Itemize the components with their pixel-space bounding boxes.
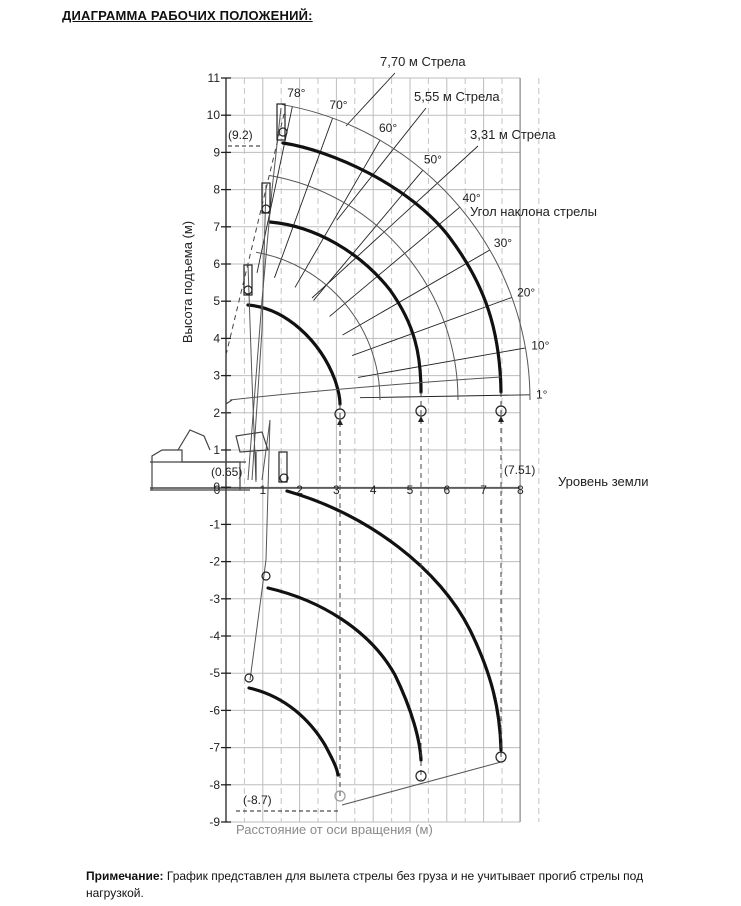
angle-ray-50: [313, 169, 424, 301]
annot-0-65: (0.65): [211, 465, 242, 479]
hook-331-bottom: [334, 790, 346, 802]
x-axis-label: Расстояние от оси вращения (м): [236, 822, 433, 837]
page-title: ДИАГРАММА РАБОЧИХ ПОЛОЖЕНИЙ:: [62, 8, 313, 23]
y-tick-label: -9: [209, 815, 220, 829]
angle-label: 70°: [329, 98, 347, 112]
y-tick-label: 6: [213, 257, 220, 271]
y-tick-label: -6: [209, 703, 220, 717]
envelope-331-upper: [246, 303, 342, 406]
boom-lowered-hook-555: [261, 571, 271, 581]
boom-78deg-555: [251, 184, 267, 481]
boom-lowered-hook-331: [244, 673, 254, 683]
hook-770-top: [495, 405, 507, 422]
boom-angle-label: Угол наклона стрелы: [470, 204, 597, 219]
boom-lowered-hook-770: [279, 473, 289, 483]
annot-minus-8-7: (-8.7): [243, 793, 272, 807]
boom-label-555: 5,55 м Стрела: [414, 89, 500, 104]
y-tick-label: 7: [213, 220, 220, 234]
hook-331-top: [334, 408, 346, 425]
x-tick-label: 6: [443, 483, 450, 497]
angle-labels: 78° 70° 60° 50° 40° 30° 20° 10° 1°: [287, 86, 549, 402]
y-tick-label: 0: [213, 480, 220, 494]
angle-ray-20: [352, 296, 513, 356]
annot-7-51: (7.51): [504, 463, 535, 477]
angle-label: 60°: [379, 121, 397, 135]
y-tick-label: -4: [209, 629, 220, 643]
y-tick-label: 1: [213, 443, 220, 457]
envelope-770-lower: [285, 489, 503, 752]
footnote-prefix: Примечание:: [86, 869, 164, 883]
footnote-text: График представлен для вылета стрелы без…: [86, 869, 644, 900]
boom-hook-555: [261, 204, 271, 214]
angle-ray-30: [342, 249, 491, 336]
envelope-555-lower: [266, 586, 423, 762]
angle-label: 30°: [494, 236, 512, 250]
hook-770-bottom: [495, 751, 507, 763]
envelope-331-lower: [247, 686, 340, 777]
angle-label: 20°: [517, 286, 535, 300]
y-axis-label: Высота подъема (м): [180, 221, 195, 343]
y-tick-label: 9: [213, 145, 220, 159]
y-tick-label: 4: [213, 331, 220, 345]
x-tick-label: 2: [296, 483, 303, 497]
y-tick-label: 5: [213, 294, 220, 308]
x-tick-label: 1: [259, 483, 266, 497]
y-tick-label: -7: [209, 741, 220, 755]
y-tick-label: -5: [209, 666, 220, 680]
x-tick-label: 7: [480, 483, 487, 497]
boom-78deg-770: [247, 107, 282, 481]
boom-label-555-pointer: [336, 107, 427, 221]
x-tick-label: 5: [407, 483, 414, 497]
reference-arc-0: [282, 104, 531, 401]
one-degree-line: [229, 376, 502, 401]
boom-head-770: [276, 103, 286, 141]
envelope-770-upper: [281, 141, 503, 394]
boom-78deg-331: [247, 264, 257, 483]
envelope-555-upper: [268, 220, 423, 394]
angle-label: 10°: [531, 338, 549, 352]
y-tick-label: -1: [209, 517, 220, 531]
boom-label-770: 7,70 м Стрела: [380, 54, 466, 69]
boom-label-331-pointer: [311, 145, 479, 299]
y-tick-label: 8: [213, 183, 220, 197]
y-tick-label: -2: [209, 555, 220, 569]
hook-555-top: [415, 405, 427, 422]
boom-hook-770: [278, 127, 288, 137]
angle-ray-1: [359, 394, 530, 399]
x-tick-label: 3: [333, 483, 340, 497]
y-tick-label: -3: [209, 592, 220, 606]
x-tick-label: 8: [517, 483, 524, 497]
y-tick-label: 2: [213, 406, 220, 420]
reference-arc-1: [269, 174, 459, 401]
y-tick-label: 3: [213, 369, 220, 383]
left-reach-line: [225, 109, 286, 356]
y-tick-label: 11: [208, 71, 221, 85]
x-tick-label: 4: [370, 483, 377, 497]
boom-hook-331: [243, 285, 253, 295]
angle-label: 78°: [287, 86, 305, 100]
angle-label: 1°: [536, 388, 548, 402]
annot-9-2: (9.2): [228, 128, 253, 142]
y-tick-label: -8: [209, 778, 220, 792]
bottom-connection: [341, 761, 502, 806]
hook-555-bottom: [415, 770, 427, 782]
angle-ray-60: [294, 139, 381, 288]
chart-grid: [221, 77, 540, 823]
y-tick-label: 10: [207, 108, 221, 122]
angle-label: 50°: [424, 152, 442, 166]
crane-base-icon: [150, 399, 269, 491]
angle-ray-70: [274, 117, 334, 278]
angle-ray-40: [329, 206, 461, 317]
boom-label-770-pointer: [345, 72, 396, 127]
ground-level-label: Уровень земли: [558, 474, 649, 489]
boom-label-331: 3,31 м Стрела: [470, 127, 556, 142]
angle-label: 40°: [463, 191, 481, 205]
x-tick-labels: 1 2 3 4 5 6 7 8 0: [214, 483, 524, 497]
reference-arc-2: [255, 251, 381, 401]
footnote: Примечание: График представлен для вылет…: [86, 868, 696, 902]
